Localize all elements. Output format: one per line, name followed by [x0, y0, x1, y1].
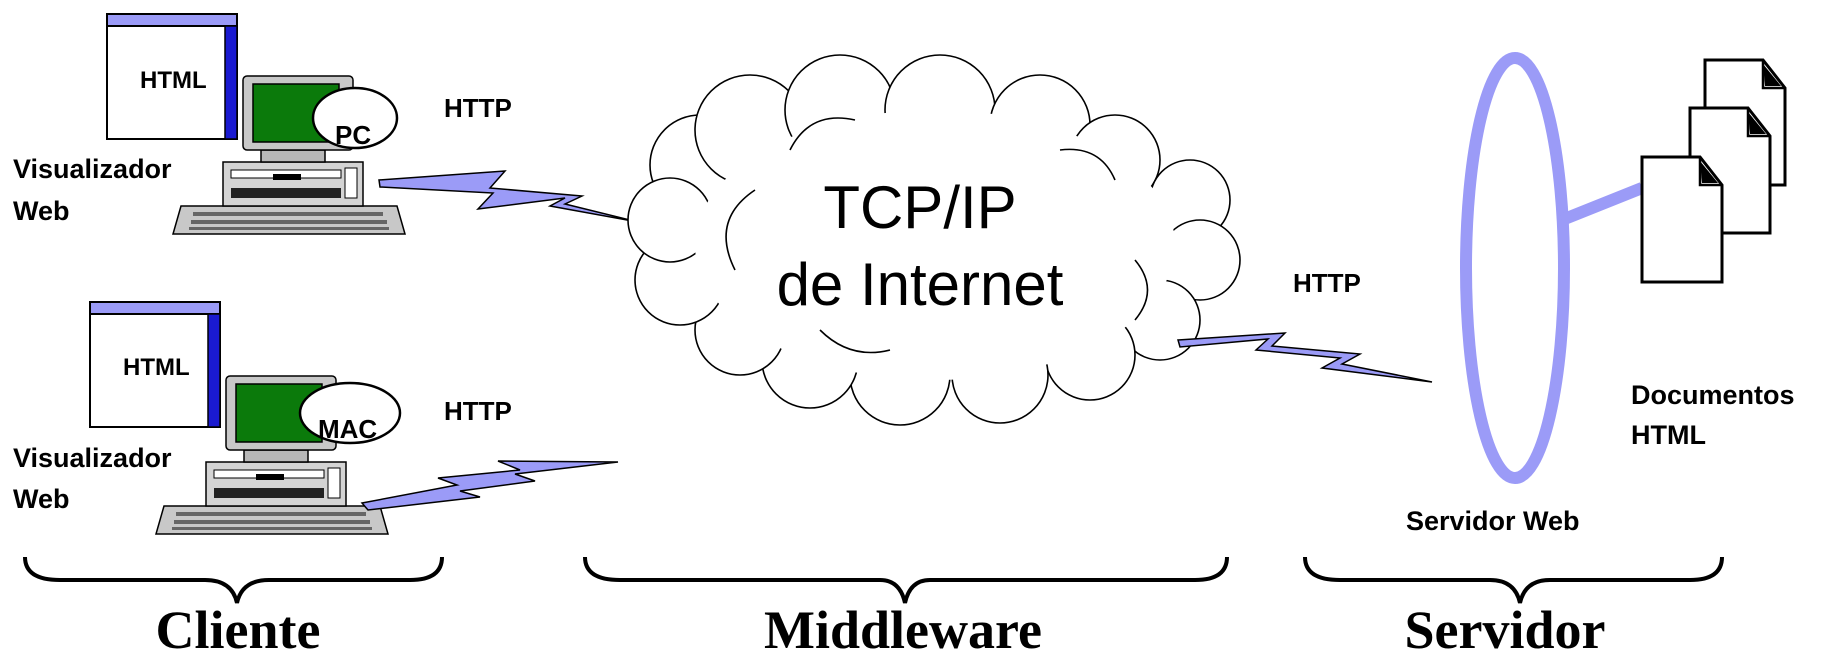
section-label-client: Cliente: [156, 600, 321, 651]
viewer-label-line1: Visualizador: [13, 443, 172, 473]
http-label: HTTP: [444, 93, 512, 123]
pc-badge: [311, 86, 399, 150]
http-label: HTTP: [444, 396, 512, 426]
middleware-brace: [583, 556, 1229, 604]
server-brace: [1303, 556, 1724, 604]
lightning-link-icon: [1177, 332, 1433, 383]
cloud-label-line2: de Internet: [777, 251, 1064, 318]
mac-badge: [298, 381, 402, 445]
http-label: HTTP: [1293, 268, 1361, 298]
web-server-ring: [1460, 52, 1570, 484]
lightning-link-icon: [360, 460, 619, 511]
window-label: HTML: [140, 67, 207, 94]
browser-window-icon: [106, 13, 238, 140]
badge-label: PC: [335, 120, 371, 150]
cloud-label-line1: TCP/IP: [823, 174, 1016, 241]
html-documents-icon: [1640, 58, 1787, 284]
viewer-label-line2: Web: [13, 196, 70, 226]
server: HTTP Documentos HTML Servidor Web: [1177, 52, 1795, 536]
viewer-label-line1: Visualizador: [13, 154, 172, 184]
client-mac: HTML MAC Visualizador Web HTTP: [13, 301, 619, 535]
web-server-label: Servidor Web: [1406, 506, 1580, 536]
badge-label: MAC: [318, 414, 377, 444]
window-label: HTML: [123, 354, 190, 381]
lightning-link-icon: [378, 170, 639, 223]
documents-label-line1: Documentos: [1631, 380, 1795, 410]
browser-window-icon: [89, 301, 221, 428]
internet-cloud: TCP/IP de Internet: [627, 54, 1241, 426]
section-label-server: Servidor: [1405, 600, 1606, 651]
client-brace: [23, 556, 444, 604]
section-braces: [23, 556, 1724, 604]
section-label-middleware: Middleware: [764, 600, 1042, 651]
viewer-label-line2: Web: [13, 484, 70, 514]
documents-label-line2: HTML: [1631, 420, 1706, 450]
server-connector: [1559, 182, 1645, 226]
client-pc: HTML PC Visualizador Web HTTP: [13, 13, 639, 235]
